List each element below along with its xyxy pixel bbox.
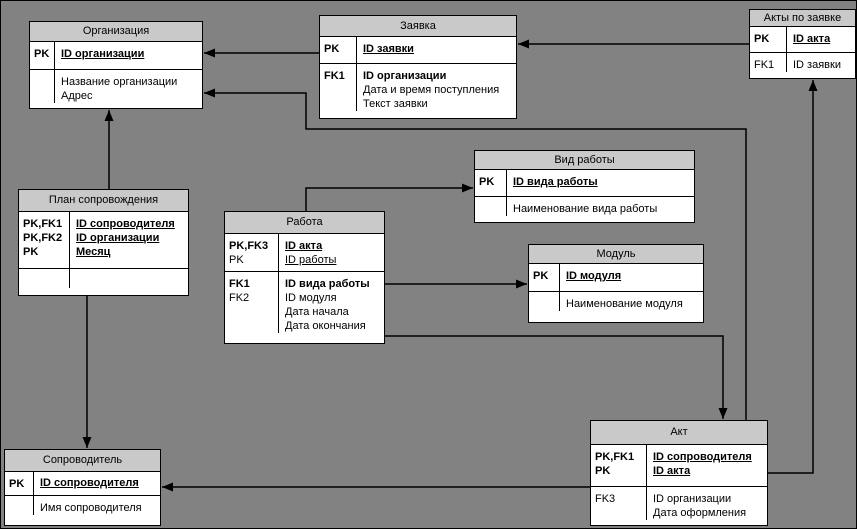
field-label: ID модуля [566,270,622,282]
field-label: ID организации [61,48,145,60]
entity-soprovoditel-title: Сопроводитель [5,450,160,472]
field-label: ID модуля [285,292,337,304]
rel-rabota-to-vid-raboty [305,183,473,211]
key-label: PK [9,478,25,490]
entity-vid-raboty: Вид работы PK ID вида работы Наименовани… [474,150,695,223]
key-label [34,75,52,89]
entity-zayavka: Заявка PK ID заявки FK1 ID организации Д… [319,15,517,119]
rel-rabota-to-akt [385,335,728,419]
field-label: Наименование модуля [566,298,683,310]
key-label: PK [23,246,39,258]
key-label [479,202,504,216]
entity-rabota: Работа PK,FK3 PK ID акта ID работы FK1 F… [224,211,385,344]
entity-soprovoditel: Сопроводитель PK ID сопроводителя Имя со… [4,449,161,526]
key-label: PK [34,48,50,60]
entity-akty-title: Акты по заявке [750,10,855,27]
entity-modul-title: Модуль [529,245,703,264]
key-label [9,501,31,515]
entity-vid-raboty-title: Вид работы [475,151,694,170]
entity-modul: Модуль PK ID модуля Наименование модуля [528,244,704,323]
key-label: FK2 [229,292,250,304]
field-label: ID акта [793,33,831,45]
field-label: ID акта [653,465,691,477]
field-label: ID акта [285,240,323,252]
field-label: Месяц [76,246,111,258]
field-label [76,274,186,288]
key-label: PK,FK3 [229,240,269,252]
entity-akt: Акт PK,FK1 PK ID сопроводителя ID акта F… [590,420,768,526]
field-label: ID сопроводителя [653,451,752,463]
entity-zayavka-title: Заявка [320,16,516,37]
key-label: PK,FK2 [23,232,63,244]
key-label [23,274,67,288]
field-label: Дата и время поступления [363,84,500,96]
entity-akt-title: Акт [591,421,767,445]
field-label: Текст заявки [363,98,428,110]
field-label: ID заявки [793,59,841,71]
rel-akt-to-organizaciya [204,88,747,420]
field-label: ID вида работы [513,176,598,188]
field-label: Наименование вида работы [513,203,658,215]
field-label: ID организации [363,70,447,82]
key-label: FK1 [754,59,775,71]
field-label: ID сопроводителя [40,477,139,489]
rel-akt-to-akty-po-zayavke [768,80,818,474]
key-label: FK3 [595,493,616,505]
field-label: Название организации [61,76,178,88]
key-label: FK1 [324,70,345,82]
key-label: FK1 [229,278,250,290]
entity-organizaciya: Организация PK ID организации Название о… [29,21,203,109]
entity-plan-title: План сопровождения [19,190,188,212]
field-label: Дата окончания [285,320,366,332]
field-label: Дата начала [285,306,349,318]
field-label: Дата оформления [653,507,747,519]
field-label: ID работы [285,254,337,266]
key-label: PK [595,465,611,477]
field-label: ID организации [653,493,732,505]
field-label: ID заявки [363,43,414,55]
key-label: PK [229,254,244,266]
field-label: Адрес [61,90,93,102]
key-label: PK,FK1 [595,451,635,463]
field-label: ID организации [76,232,160,244]
key-label: PK [324,43,340,55]
entity-akty-po-zayavke: Акты по заявке PK ID акта FK1 ID заявки [749,9,856,79]
field-label: Имя сопроводителя [40,502,142,514]
entity-plan-soprovozhdeniya: План сопровождения PK,FK1 PK,FK2 PK ID с… [18,189,189,296]
key-label: PK [479,176,495,188]
key-label: PK [533,270,549,282]
key-label [533,297,557,311]
key-label: PK [754,33,770,45]
field-label: ID вида работы [285,278,370,290]
entity-rabota-title: Работа [225,212,384,234]
entity-organizaciya-title: Организация [30,22,202,42]
field-label: ID сопроводителя [76,218,175,230]
key-label: PK,FK1 [23,218,63,230]
